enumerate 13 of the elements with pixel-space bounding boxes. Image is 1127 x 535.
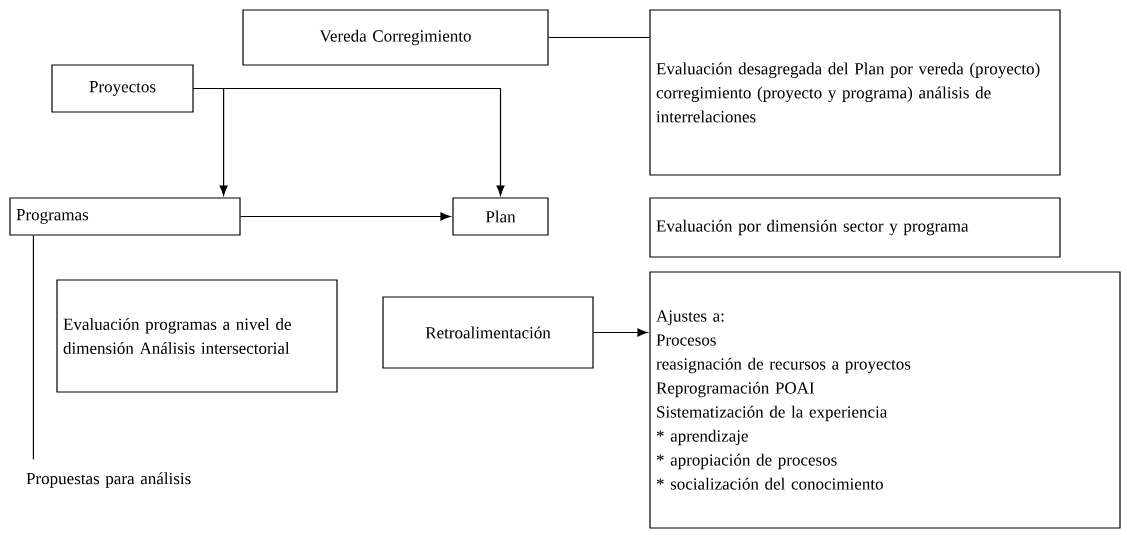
text-box: Programas [9,197,241,236]
text-box: Evaluación por dimensión sector y programa [649,197,1061,258]
text-box: Evaluación desagregada del Plan por vereda (proyecto) corregimiento (proyecto y programa) análisis de interrelaciones [649,9,1061,176]
text-box: Evaluación programas a nivel de dimensión Análisis intersectorial [56,279,338,393]
arrow [240,212,451,221]
arrow [193,87,228,196]
arrow [593,328,648,337]
text-label: Propuestas para análisis [26,472,191,488]
text-box: Vereda Corregimiento [242,9,549,66]
text-box: Ajustes a: Procesos reasignación de recursos a proyectos Reprogramación POAI Sistematización de la experiencia * aprendizaje * apropiación de procesos * socialización del conocimiento [649,271,1121,529]
text-box: Retroalimentación [382,296,594,369]
text-box: Proyectos [51,64,194,113]
text-box: Plan [452,197,549,236]
